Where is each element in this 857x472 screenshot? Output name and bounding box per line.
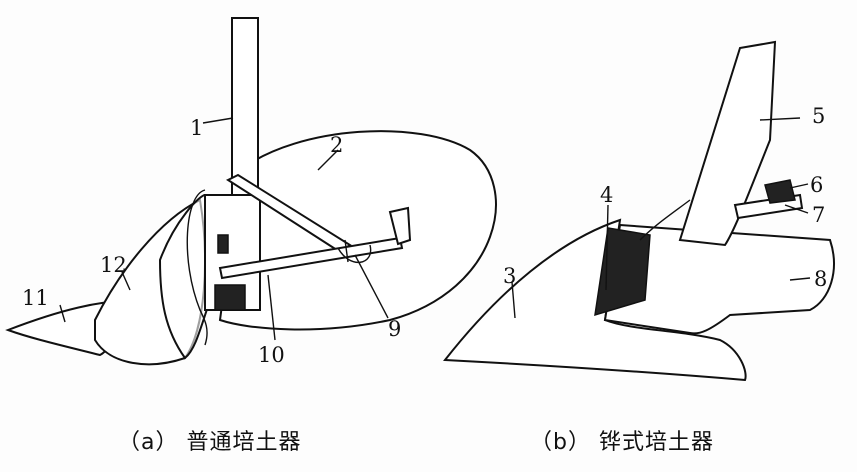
moldboard-8 bbox=[603, 223, 835, 335]
leader-1 bbox=[202, 117, 234, 124]
part-labels: 1 2 3 4 5 6 7 8 9 10 11 12 bbox=[22, 104, 827, 367]
leader-12 bbox=[121, 271, 131, 291]
leader-6 bbox=[789, 183, 809, 189]
part-label-11: 11 bbox=[22, 286, 49, 310]
part-label-1: 1 bbox=[190, 116, 203, 140]
part-label-9: 9 bbox=[388, 317, 401, 341]
share-3 bbox=[443, 218, 747, 382]
part-label-10: 10 bbox=[258, 343, 285, 367]
leader-3 bbox=[511, 281, 516, 319]
leader-5 bbox=[759, 117, 801, 121]
caption-a: （a） 普通培土器 bbox=[118, 430, 302, 455]
part-label-5: 5 bbox=[812, 104, 825, 128]
bracket-left bbox=[639, 199, 691, 241]
bracket bbox=[388, 206, 412, 246]
leader-4 bbox=[605, 204, 609, 291]
clamp-base bbox=[214, 284, 246, 311]
body-plate bbox=[158, 193, 212, 360]
bolt-9 bbox=[337, 239, 372, 264]
leader-9 bbox=[354, 254, 389, 319]
leader-8 bbox=[789, 277, 811, 281]
wing-plate-2 bbox=[218, 130, 497, 331]
clip-6 bbox=[764, 179, 796, 204]
ordinary-hiller-drawing bbox=[5, 17, 497, 366]
part-label-2: 2 bbox=[330, 133, 343, 157]
clamp-slot bbox=[217, 234, 229, 254]
shank-1 bbox=[231, 17, 259, 199]
part-label-6: 6 bbox=[810, 173, 823, 197]
part-label-4: 4 bbox=[600, 183, 613, 207]
part-label-7: 7 bbox=[812, 203, 825, 227]
diagonal-brace bbox=[225, 173, 352, 254]
landside-4 bbox=[594, 227, 651, 317]
caption-b: （b） 铧式培土器 bbox=[530, 430, 714, 455]
plow-hiller-drawing bbox=[443, 40, 835, 382]
leader-11 bbox=[59, 304, 66, 323]
part-label-12: 12 bbox=[100, 253, 127, 277]
adjusting-bar-10 bbox=[218, 236, 404, 280]
part-label-3: 3 bbox=[503, 264, 516, 288]
part-label-8: 8 bbox=[814, 267, 827, 291]
rod bbox=[186, 189, 208, 346]
leader-2 bbox=[317, 149, 339, 171]
leader-10 bbox=[267, 274, 276, 341]
leader-7 bbox=[784, 204, 809, 214]
